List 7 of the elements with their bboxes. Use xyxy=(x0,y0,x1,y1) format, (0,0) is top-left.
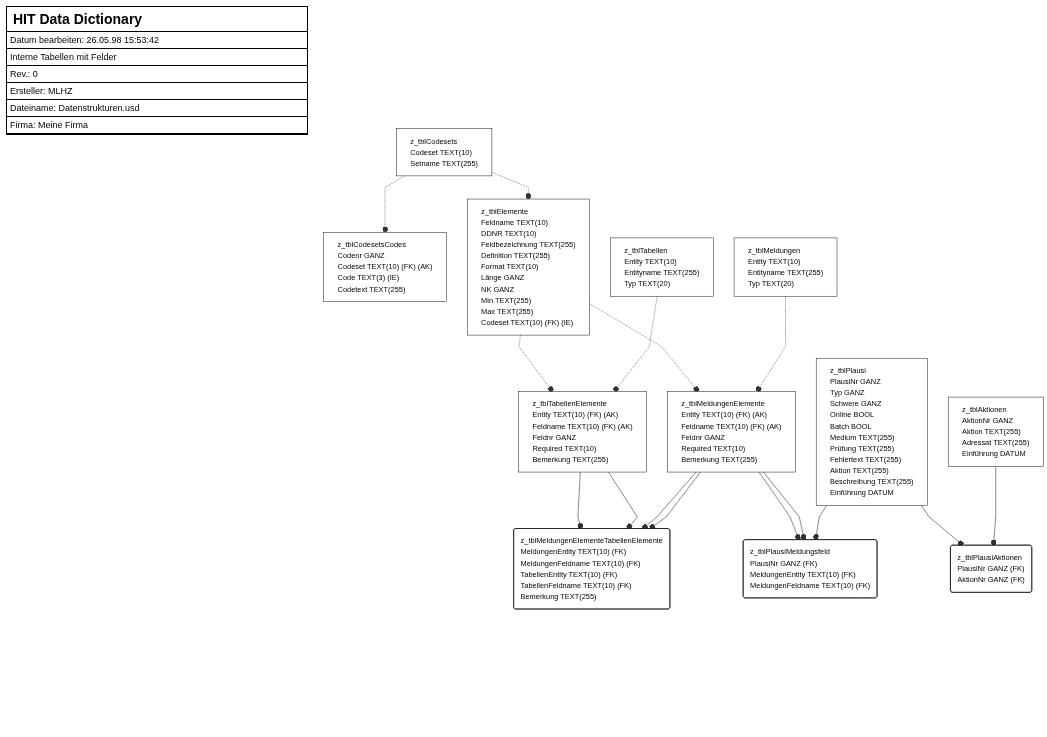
title-block-text: Interne Tabellen mit Felder xyxy=(7,49,307,66)
title-block-text: Ersteller: MLHZ xyxy=(7,83,307,100)
title-block-text: Datum bearbeiten: 26.05.98 15:53:42 xyxy=(7,32,307,49)
title-block-text: Firma: Meine Firma xyxy=(7,117,307,134)
title-block-text: Dateiname: Datenstrukturen.usd xyxy=(7,100,307,117)
diagram-title: HIT Data Dictionary xyxy=(7,7,307,32)
title-block-text: Rev.: 0 xyxy=(7,66,307,83)
